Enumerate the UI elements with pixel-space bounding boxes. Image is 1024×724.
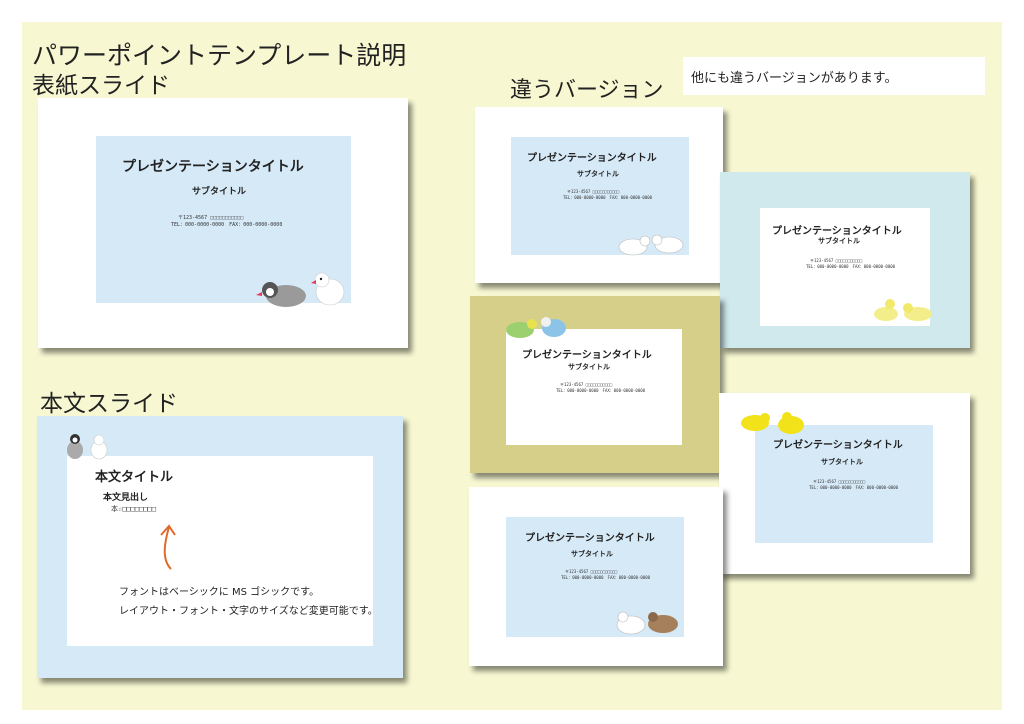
- yellow-birds-icon: [874, 299, 932, 321]
- body-note-2: レイアウト・フォント・文字のサイズなど変更可能です。: [119, 606, 378, 617]
- versions-heading: 違うバージョン: [510, 78, 664, 103]
- body-panel: [67, 456, 373, 646]
- version-4-panel: [755, 425, 933, 543]
- version-slide-4: プレゼンテーションタイトル サブタイトル 〒123-4567 □□□□□□□□□…: [719, 393, 970, 574]
- cover-panel: [96, 136, 351, 303]
- body-text: 本☆□□□□□□□□: [111, 505, 156, 513]
- version-4-title: プレゼンテーションタイトル: [773, 440, 903, 451]
- body-heading: 本文スライド: [40, 391, 178, 417]
- parakeets-icon: [506, 317, 566, 338]
- cover-tel: TEL：000-0000-0000 FAX：000-0000-0000: [171, 222, 283, 228]
- versions-note-text: 他にも違うバージョンがあります。: [691, 71, 898, 86]
- canaries-icon: [741, 412, 804, 434]
- version-1-title: プレゼンテーションタイトル: [527, 153, 657, 164]
- version-2-tel: TEL：000-0000-0000 FAX：000-0000-0000: [806, 264, 896, 269]
- version-3-subtitle: サブタイトル: [568, 363, 610, 371]
- version-5-tel: TEL：000-0000-0000 FAX：000-0000-0000: [561, 575, 651, 580]
- body-note-1: フォントはベーシックに MS ゴシックです。: [119, 587, 320, 598]
- version-3-address: 〒123-4567 □□□□□□□□□□□: [560, 382, 613, 387]
- versions-note: 他にも違うバージョンがあります。: [683, 57, 985, 95]
- version-3-tel: TEL：000-0000-0000 FAX：000-0000-0000: [556, 388, 646, 393]
- version-5-title: プレゼンテーションタイトル: [525, 533, 655, 544]
- white-sparrows-icon: [618, 234, 684, 256]
- cover-address: 〒123-4567 □□□□□□□□□□□: [178, 215, 244, 221]
- arrow-icon: [160, 524, 176, 570]
- version-slide-3: プレゼンテーションタイトル サブタイトル 〒123-4567 □□□□□□□□□…: [470, 296, 720, 473]
- version-2-panel: [760, 208, 930, 326]
- version-2-title: プレゼンテーションタイトル: [772, 226, 902, 237]
- java-sparrow-pair-icon: [256, 272, 345, 307]
- main-heading: パワーポイントテンプレート説明: [32, 41, 407, 70]
- version-4-subtitle: サブタイトル: [821, 458, 863, 466]
- version-1-subtitle: サブタイトル: [577, 170, 619, 178]
- version-4-tel: TEL：000-0000-0000 FAX：000-0000-0000: [809, 485, 899, 490]
- version-slide-5: プレゼンテーションタイトル サブタイトル 〒123-4567 □□□□□□□□□…: [469, 487, 723, 666]
- cover-title: プレゼンテーションタイトル: [122, 159, 304, 175]
- version-2-subtitle: サブタイトル: [818, 237, 860, 245]
- version-5-address: 〒123-4567 □□□□□□□□□□□: [565, 569, 618, 574]
- cover-subtitle: サブタイトル: [192, 187, 247, 197]
- version-2-address: 〒123-4567 □□□□□□□□□□□: [810, 258, 863, 263]
- version-3-title: プレゼンテーションタイトル: [522, 350, 652, 361]
- version-1-address: 〒123-4567 □□□□□□□□□□□: [567, 189, 620, 194]
- body-slide: 本文タイトル 本文見出し 本☆□□□□□□□□ フォントはベーシックに MS ゴ…: [37, 416, 403, 678]
- version-5-subtitle: サブタイトル: [571, 550, 613, 558]
- version-slide-2: プレゼンテーションタイトル サブタイトル 〒123-4567 □□□□□□□□□…: [720, 172, 970, 348]
- version-1-tel: TEL：000-0000-0000 FAX：000-0000-0000: [563, 195, 653, 200]
- cover-slide: プレゼンテーションタイトル サブタイトル 〒123-4567 □□□□□□□□□…: [38, 98, 408, 348]
- body-subheading: 本文見出し: [103, 493, 149, 503]
- version-3-panel: [506, 329, 682, 445]
- cover-heading: 表紙スライド: [32, 73, 170, 99]
- version-slide-1: プレゼンテーションタイトル サブタイトル 〒123-4567 □□□□□□□□□…: [475, 107, 723, 283]
- java-sparrow-icon: [67, 434, 108, 460]
- sparrows-icon: [616, 611, 678, 635]
- body-title: 本文タイトル: [95, 470, 174, 485]
- version-4-address: 〒123-4567 □□□□□□□□□□□: [813, 479, 866, 484]
